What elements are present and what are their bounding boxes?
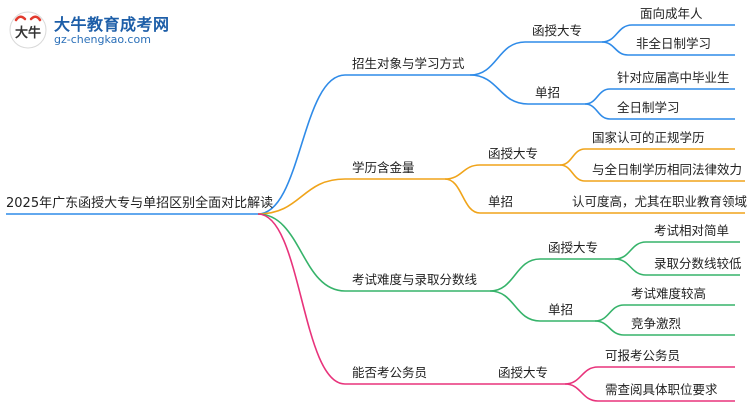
leaf-0-0-1: 非全日制学习 [636, 36, 711, 51]
branch-link-3 [257, 213, 346, 385]
subtopic-1-0: 函授大专 [488, 146, 538, 161]
brand-url: gz-chengkao.com [54, 33, 151, 46]
leaf-0-1-0: 针对应届高中毕业生 [617, 70, 730, 85]
branch-topic-1: 学历含金量 [352, 160, 415, 175]
subtopic-link-2-0 [489, 258, 541, 292]
leaf-2-1-1: 竞争激烈 [631, 316, 681, 331]
leaf-link-2-0-0 [614, 241, 647, 260]
leaf-link-0-1-0 [584, 88, 611, 105]
branch-topic-2: 考试难度与录取分数线 [352, 272, 478, 287]
leaf-link-2-1-1 [594, 320, 625, 336]
mind-map-nodes: 2025年广东函授大专与单招区别全面对比解读招生对象与学习方式函授大专面向成年人… [6, 6, 747, 397]
subtopic-link-1-1 [444, 178, 481, 214]
leaf-link-2-0-1 [614, 258, 647, 276]
leaf-link-0-1-1 [584, 103, 611, 120]
leaf-link-2-1-0 [594, 304, 625, 322]
branch-topic-3: 能否考公务员 [352, 365, 427, 380]
subtopic-1-1: 单招 [488, 194, 513, 209]
leaf-0-0-0: 面向成年人 [640, 6, 703, 21]
leaf-1-0-1: 与全日制学历相同法律效力 [592, 162, 742, 177]
leaf-link-3-0-0 [564, 366, 599, 385]
leaf-0-1-1: 全日制学习 [617, 100, 680, 115]
leaf-link-0-0-0 [601, 24, 633, 43]
brand-name: 大牛教育成考网 [54, 15, 170, 34]
logo-glyph: 大牛 [15, 25, 41, 41]
leaf-link-3-0-1 [564, 383, 599, 402]
leaf-2-0-0: 考试相对简单 [654, 223, 729, 238]
leaf-link-1-0-1 [559, 164, 586, 182]
branch-topic-0: 招生对象与学习方式 [352, 56, 465, 71]
subtopic-2-0: 函授大专 [548, 240, 598, 255]
leaf-1-1-0: 认可度高，尤其在职业教育领域 [572, 194, 747, 209]
subtopic-3-0: 函授大专 [498, 365, 548, 380]
branch-link-2 [257, 213, 346, 292]
subtopic-link-1-0 [444, 164, 481, 180]
subtopic-link-2-1 [489, 290, 541, 322]
subtopic-0-1: 单招 [535, 85, 560, 100]
branch-link-1 [257, 178, 346, 215]
leaf-3-0-0: 可报考公务员 [605, 348, 680, 363]
branch-link-0 [257, 74, 346, 215]
subtopic-link-0-1 [469, 74, 529, 105]
brand-logo: 大牛 大牛教育成考网 gz-chengkao.com [8, 8, 198, 52]
leaf-2-0-1: 录取分数线较低 [654, 256, 742, 271]
leaf-1-0-0: 国家认可的正规学历 [592, 130, 705, 145]
subtopic-2-1: 单招 [548, 302, 573, 317]
root-topic: 2025年广东函授大专与单招区别全面对比解读 [6, 195, 273, 211]
leaf-3-0-1: 需查阅具体职位要求 [605, 382, 718, 397]
leaf-link-1-0-0 [559, 148, 586, 166]
leaf-link-0-0-1 [601, 41, 629, 56]
mind-map-links [6, 24, 745, 402]
bull-head-logo-icon: 大牛 [9, 11, 47, 49]
subtopic-0-0: 函授大专 [532, 23, 582, 38]
leaf-2-1-0: 考试难度较高 [631, 286, 706, 301]
subtopic-link-0-0 [469, 41, 526, 76]
